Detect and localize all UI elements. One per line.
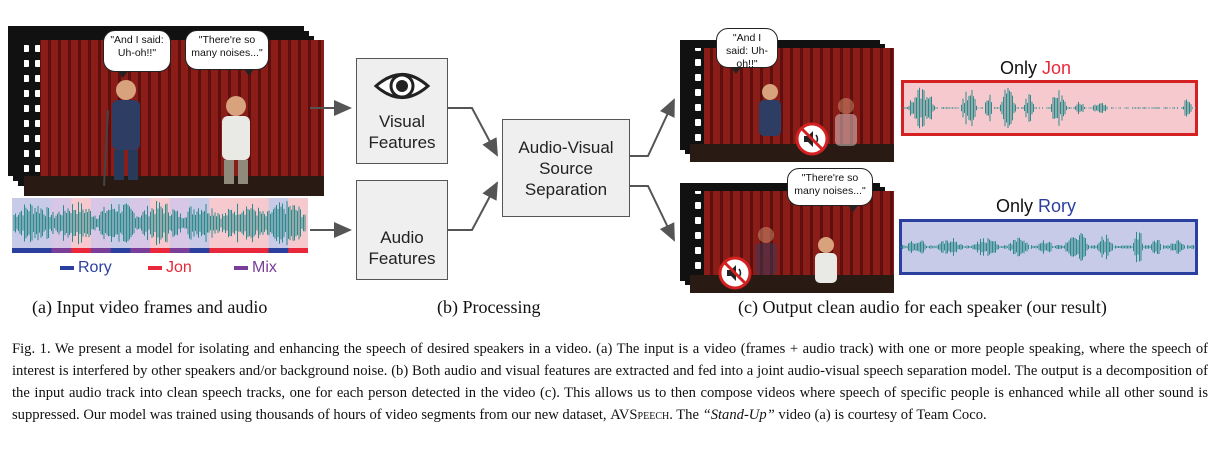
segment-bar-mix	[169, 248, 191, 253]
speaker-name-rory: Rory	[1038, 196, 1077, 216]
visual-features-box: Visual Features	[356, 58, 448, 164]
audio-features-label: Audio Features	[368, 228, 436, 268]
segment-bar-rory	[110, 248, 131, 253]
video-frame	[24, 40, 324, 196]
arrow-audio-to-separation	[447, 181, 498, 231]
panel-c-label: (c) Output clean audio for each speaker …	[738, 297, 1107, 317]
only-prefix: Only	[1000, 58, 1038, 78]
arrow-separation-to-top-output	[630, 98, 675, 157]
legend-label-rory: Rory	[78, 259, 112, 276]
muted-speaker-icon	[795, 122, 829, 156]
segment-bar-mix	[130, 248, 151, 253]
arrow-visual-to-separation	[447, 107, 498, 157]
legend-swatch-jon	[148, 266, 162, 270]
visual-features-label: Visual Features	[368, 112, 436, 152]
segment-bar-mix	[51, 248, 72, 253]
av-separation-box: Audio-Visual Source Separation	[502, 119, 630, 217]
arrow-separation-to-bottom-output	[630, 185, 675, 242]
segment-bar-jon	[248, 248, 270, 253]
segment-bar-rory	[189, 248, 210, 253]
clean-audio-jon	[901, 80, 1198, 136]
av-separation-label: Audio-Visual Source Separation	[518, 137, 614, 199]
caption-text: video (a) is courtesy of Team Coco.	[774, 407, 987, 423]
panel-a-label: (a) Input video frames and audio	[32, 297, 268, 317]
legend-rory: Rory	[60, 259, 112, 277]
speech-bubble-jon: "And I said: Uh-oh!!"	[103, 30, 171, 78]
legend-swatch-rory	[60, 266, 74, 270]
segment-bar-rory	[12, 248, 33, 253]
input-audio-waveform	[12, 198, 308, 253]
figure-caption: Fig. 1. We present a model for isolating…	[12, 338, 1208, 426]
segment-bar-mix	[90, 248, 112, 253]
output-title-rory: Only Rory	[996, 196, 1076, 217]
legend-label-jon: Jon	[166, 259, 192, 276]
legend-label-mix: Mix	[252, 259, 277, 276]
speech-bubble-rory: "There're so many noises..."	[185, 30, 269, 76]
caption-text: . The	[669, 407, 703, 423]
speech-bubble-jon-output: "And I said: Uh-oh!!"	[716, 28, 778, 74]
muted-speaker-icon	[718, 256, 752, 290]
caption-text: We present a model for isolating and enh…	[12, 341, 1209, 423]
panel-b-label: (b) Processing	[437, 297, 541, 317]
segment-bar-jon	[288, 248, 308, 253]
segment-bar-rory	[31, 248, 52, 253]
flow-arrows	[310, 98, 675, 242]
segment-bar-jon	[229, 248, 250, 253]
audio-features-box: Audio Features	[356, 180, 448, 280]
segment-bar-rory	[268, 248, 289, 253]
output-title-jon: Only Jon	[1000, 58, 1071, 79]
output-frames-jon	[680, 40, 894, 162]
caption-dataset-name: AVSpeech	[610, 407, 670, 423]
segment-bar-jon	[209, 248, 230, 253]
legend-jon: Jon	[148, 259, 192, 277]
legend-swatch-mix	[234, 266, 248, 270]
caption-video-name: “Stand-Up”	[702, 407, 775, 423]
only-prefix: Only	[996, 196, 1034, 216]
eye-icon	[373, 73, 431, 99]
clean-audio-rory	[899, 219, 1198, 275]
segment-bar-jon	[71, 248, 92, 253]
legend-mix: Mix	[234, 259, 277, 277]
segment-bar-jon	[150, 248, 171, 253]
speaker-rory-figure	[222, 96, 250, 184]
segment-mix	[130, 198, 151, 248]
speaker-jon-figure	[103, 80, 140, 187]
speech-bubble-rory-output: "There're so many noises..."	[787, 168, 873, 212]
caption-fig-number: Fig. 1.	[12, 341, 51, 357]
speaker-name-jon: Jon	[1042, 58, 1072, 78]
